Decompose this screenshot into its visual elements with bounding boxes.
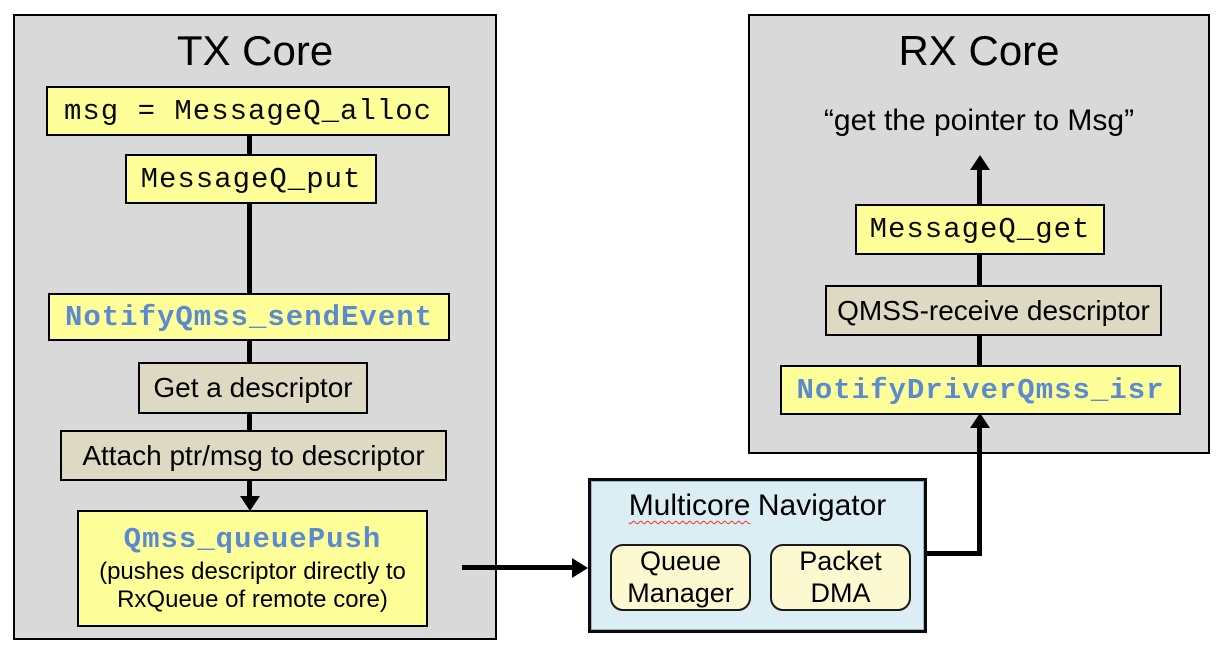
- arrow-get-to-note-head-icon: [970, 155, 990, 170]
- rx-core-note: “get the pointer to Msg”: [823, 104, 1135, 137]
- arrow-attach-queuepush-head-icon: [240, 496, 260, 511]
- arrow-get-to-note-shaft: [977, 170, 982, 206]
- connector-qmssdesc-get: [977, 252, 982, 287]
- arrow-navigator-to-rx-head-icon: [970, 413, 990, 428]
- box-qmss-receive-descriptor: QMSS-receive descriptor: [825, 285, 1162, 336]
- box-queue-manager: Queue Manager: [610, 544, 751, 611]
- box-messageq-put: MessageQ_put: [125, 154, 377, 204]
- connector-alloc-put: [247, 133, 252, 157]
- connector-isr-qmssdesc: [977, 333, 982, 367]
- tx-core-title: TX Core: [176, 27, 334, 74]
- box-packet-dma: Packet DMA: [770, 544, 911, 611]
- connector-getdesc-attach: [247, 411, 252, 432]
- qmss-queuepush-title: Qmss_queuePush: [123, 522, 382, 556]
- navigator-title-word-navigator: Navigator: [757, 489, 887, 522]
- box-notifydriverqmss-isr: NotifyDriverQmss_isr: [780, 365, 1181, 415]
- box-qmss-queuepush: Qmss_queuePush (pushes descriptor direct…: [77, 510, 428, 627]
- arrow-navigator-to-rx-horizontal: [925, 551, 982, 556]
- arrow-navigator-to-rx-vertical: [977, 428, 982, 556]
- arrow-tx-to-navigator-head-icon: [572, 558, 588, 578]
- arrow-attach-queuepush-shaft: [247, 478, 252, 498]
- arrow-tx-to-navigator-shaft: [462, 565, 573, 570]
- navigator-title-word-multicore: Multicore: [628, 489, 751, 522]
- box-messageq-alloc: msg = MessageQ_alloc: [46, 86, 450, 136]
- box-attach-descriptor: Attach ptr/msg to descriptor: [60, 430, 447, 481]
- box-get-descriptor: Get a descriptor: [138, 362, 368, 414]
- rx-core-title: RX Core: [898, 27, 1060, 74]
- connector-sendevent-getdesc: [247, 338, 252, 364]
- box-notifyqmss-sendevent: NotifyQmss_sendEvent: [48, 293, 450, 341]
- qmss-queuepush-note: (pushes descriptor directly to RxQueue o…: [99, 557, 406, 613]
- box-messageq-get: MessageQ_get: [855, 204, 1105, 255]
- connector-put-sendevent: [247, 201, 252, 295]
